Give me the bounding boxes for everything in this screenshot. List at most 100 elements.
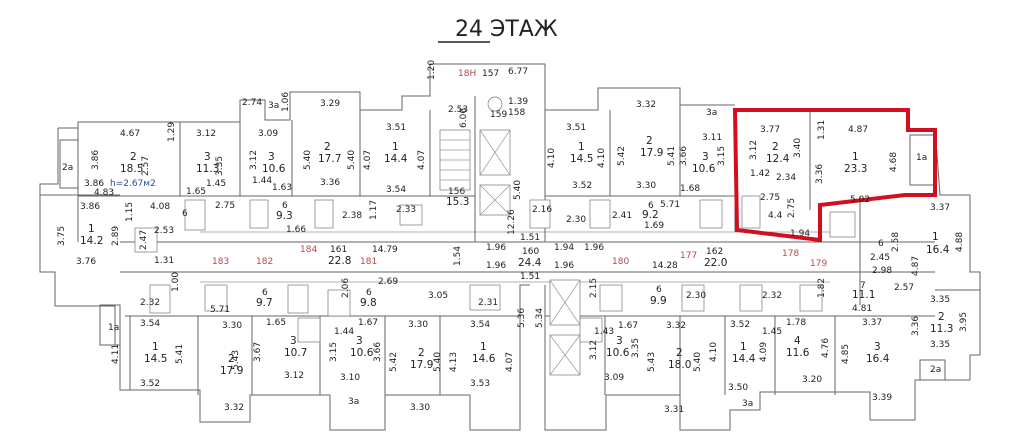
- lbl-4-10-b: 4.10: [597, 148, 607, 168]
- lbl-1-45-b: 1.45: [762, 327, 782, 337]
- lbl-1a-left: 1a: [108, 323, 119, 333]
- lbl-3-num-e: 3: [356, 335, 363, 347]
- lbl-177: 177: [680, 251, 697, 261]
- lbl-1-31: 1.31: [817, 120, 827, 140]
- lbl-1-00: 1.00: [171, 272, 181, 292]
- lbl-3-30-b: 3.30: [222, 321, 242, 331]
- lbl-3-num-d: 3: [290, 335, 297, 347]
- lbl-3-31: 3.31: [664, 405, 684, 415]
- lbl-3-86-b: 3.86: [84, 179, 104, 189]
- lbl-5-40-c: 5.40: [513, 180, 523, 200]
- lbl-1-15: 1.15: [125, 202, 135, 222]
- lbl-5-34: 5.34: [535, 308, 545, 328]
- lbl-2-num-h: 2: [676, 347, 683, 359]
- lbl-3-15: 3.15: [717, 146, 727, 166]
- lbl-3-51-a: 3.51: [386, 123, 406, 133]
- lbl-3-30-d: 3.30: [410, 403, 430, 413]
- lbl-5-42-a: 5.42: [617, 146, 627, 166]
- lbl-14-4-b: 14.4: [732, 353, 756, 365]
- lbl-1-44-a: 1.44: [252, 176, 272, 186]
- lbl-2-41: 2.41: [612, 211, 632, 221]
- lbl-2-32-b: 2.32: [762, 291, 782, 301]
- lbl-3-32-top: 3.32: [636, 100, 656, 110]
- lbl-2-47: 2.47: [139, 230, 149, 250]
- lbl-1-82: 1.82: [817, 278, 827, 298]
- lbl-178: 178: [782, 249, 799, 259]
- lbl-3-50: 3.50: [728, 383, 748, 393]
- lbl-2-num-e: 2: [938, 311, 945, 323]
- lbl-14-6: 14.6: [472, 353, 496, 365]
- lbl-3-40: 3.40: [793, 138, 803, 158]
- lbl-3-37-a: 3.37: [930, 203, 950, 213]
- lbl-18-5: 18.5: [120, 163, 143, 175]
- lbl-2-15: 2.15: [589, 278, 599, 298]
- lbl-3-76: 3.76: [76, 257, 96, 267]
- lbl-3-37-b: 3.37: [862, 318, 882, 328]
- lbl-4-13: 4.13: [449, 352, 459, 372]
- lbl-5-41-a: 5.41: [667, 146, 677, 166]
- lbl-5-36: 5.36: [517, 308, 527, 328]
- lbl-2-74: 2.74: [242, 98, 262, 108]
- lbl-1-num-c: 1: [852, 151, 859, 163]
- lbl-2-75-c: 2.75: [787, 198, 797, 218]
- lbl-1-69: 1.69: [644, 221, 664, 231]
- lbl-1-45-a: 1.45: [206, 179, 226, 189]
- lbl-179: 179: [810, 259, 827, 269]
- lbl-3-12-d: 3.12: [589, 340, 599, 360]
- lbl-18n: 18Н: [458, 69, 476, 79]
- lbl-3-52-c: 3.52: [140, 379, 160, 389]
- lbl-181: 181: [360, 257, 377, 267]
- lbl-160: 160: [522, 247, 539, 257]
- lbl-6-num-f: 6: [366, 288, 372, 298]
- lbl-162: 162: [706, 247, 723, 257]
- lbl-3-35-c: 3.35: [631, 338, 641, 358]
- lbl-2-num-b: 2: [324, 141, 331, 153]
- lbl-3-35-d: 3.35: [930, 340, 950, 350]
- lbl-1-31-b: 1.31: [154, 256, 174, 266]
- lbl-22-8: 22.8: [328, 255, 351, 267]
- lbl-6-77: 6.77: [508, 67, 528, 77]
- lbl-1-96-d: 1.96: [554, 261, 574, 271]
- lbl-3-86-c: 3.86: [80, 202, 100, 212]
- lbl-3-29: 3.29: [320, 99, 340, 109]
- lbl-3-12-a: 3.12: [196, 129, 216, 139]
- lbl-1-num-b: 1: [578, 141, 585, 153]
- lbl-9-9: 9.9: [650, 295, 667, 307]
- lbl-158: 158: [508, 108, 525, 118]
- lbl-5-40-d: 5.40: [433, 352, 443, 372]
- lbl-2-89: 2.89: [111, 226, 121, 246]
- lbl-3a-bottom: 3a: [348, 397, 359, 407]
- lbl-3-36-b: 3.36: [320, 178, 340, 188]
- lbl-3-77: 3.77: [760, 125, 780, 135]
- lbl-14-79: 14.79: [372, 245, 398, 255]
- lbl-11-3-a: 11.3: [196, 163, 219, 175]
- lbl-22-0: 22.0: [704, 257, 727, 269]
- lbl-1-num-g: 1: [480, 341, 487, 353]
- lbl-1-96-b: 1.96: [486, 261, 506, 271]
- lbl-1-67-b: 1.67: [618, 321, 638, 331]
- lbl-4-10-c: 4.10: [709, 342, 719, 362]
- lbl-2-num-g: 2: [418, 347, 425, 359]
- lbl-3-09: 3.09: [258, 129, 278, 139]
- lbl-2-75-b: 2.75: [215, 201, 235, 211]
- lbl-3-15-b: 3.15: [329, 342, 339, 362]
- lbl-3-35-a: 3.35: [215, 156, 225, 176]
- lbl-1-44-b: 1.44: [334, 327, 354, 337]
- floor-title: 24 ЭТАЖ: [455, 17, 558, 42]
- lbl-3-52-b: 3.52: [730, 320, 750, 330]
- lbl-3-54-c: 3.54: [470, 320, 490, 330]
- lbl-3-66-b: 3.66: [373, 342, 383, 362]
- lbl-3-05: 3.05: [428, 291, 448, 301]
- lbl-1-39: 1.39: [508, 97, 528, 107]
- lbl-16-4-a: 16.4: [926, 244, 950, 256]
- lbl-3-51-b: 3.51: [566, 123, 586, 133]
- lbl-3-32-c: 3.32: [224, 403, 244, 413]
- lbl-14-5-b: 14.5: [144, 353, 167, 365]
- lbl-3-num-a: 3: [204, 151, 211, 163]
- lbl-14-4-a: 14.4: [384, 153, 408, 165]
- lbl-17-9-a: 17.9: [640, 147, 663, 159]
- lbl-11-1: 11.1: [852, 289, 875, 301]
- lbl-17-9-b: 17.9: [220, 365, 243, 377]
- lbl-4-85: 4.85: [841, 344, 851, 364]
- lbl-3a-top: 3a: [268, 101, 279, 111]
